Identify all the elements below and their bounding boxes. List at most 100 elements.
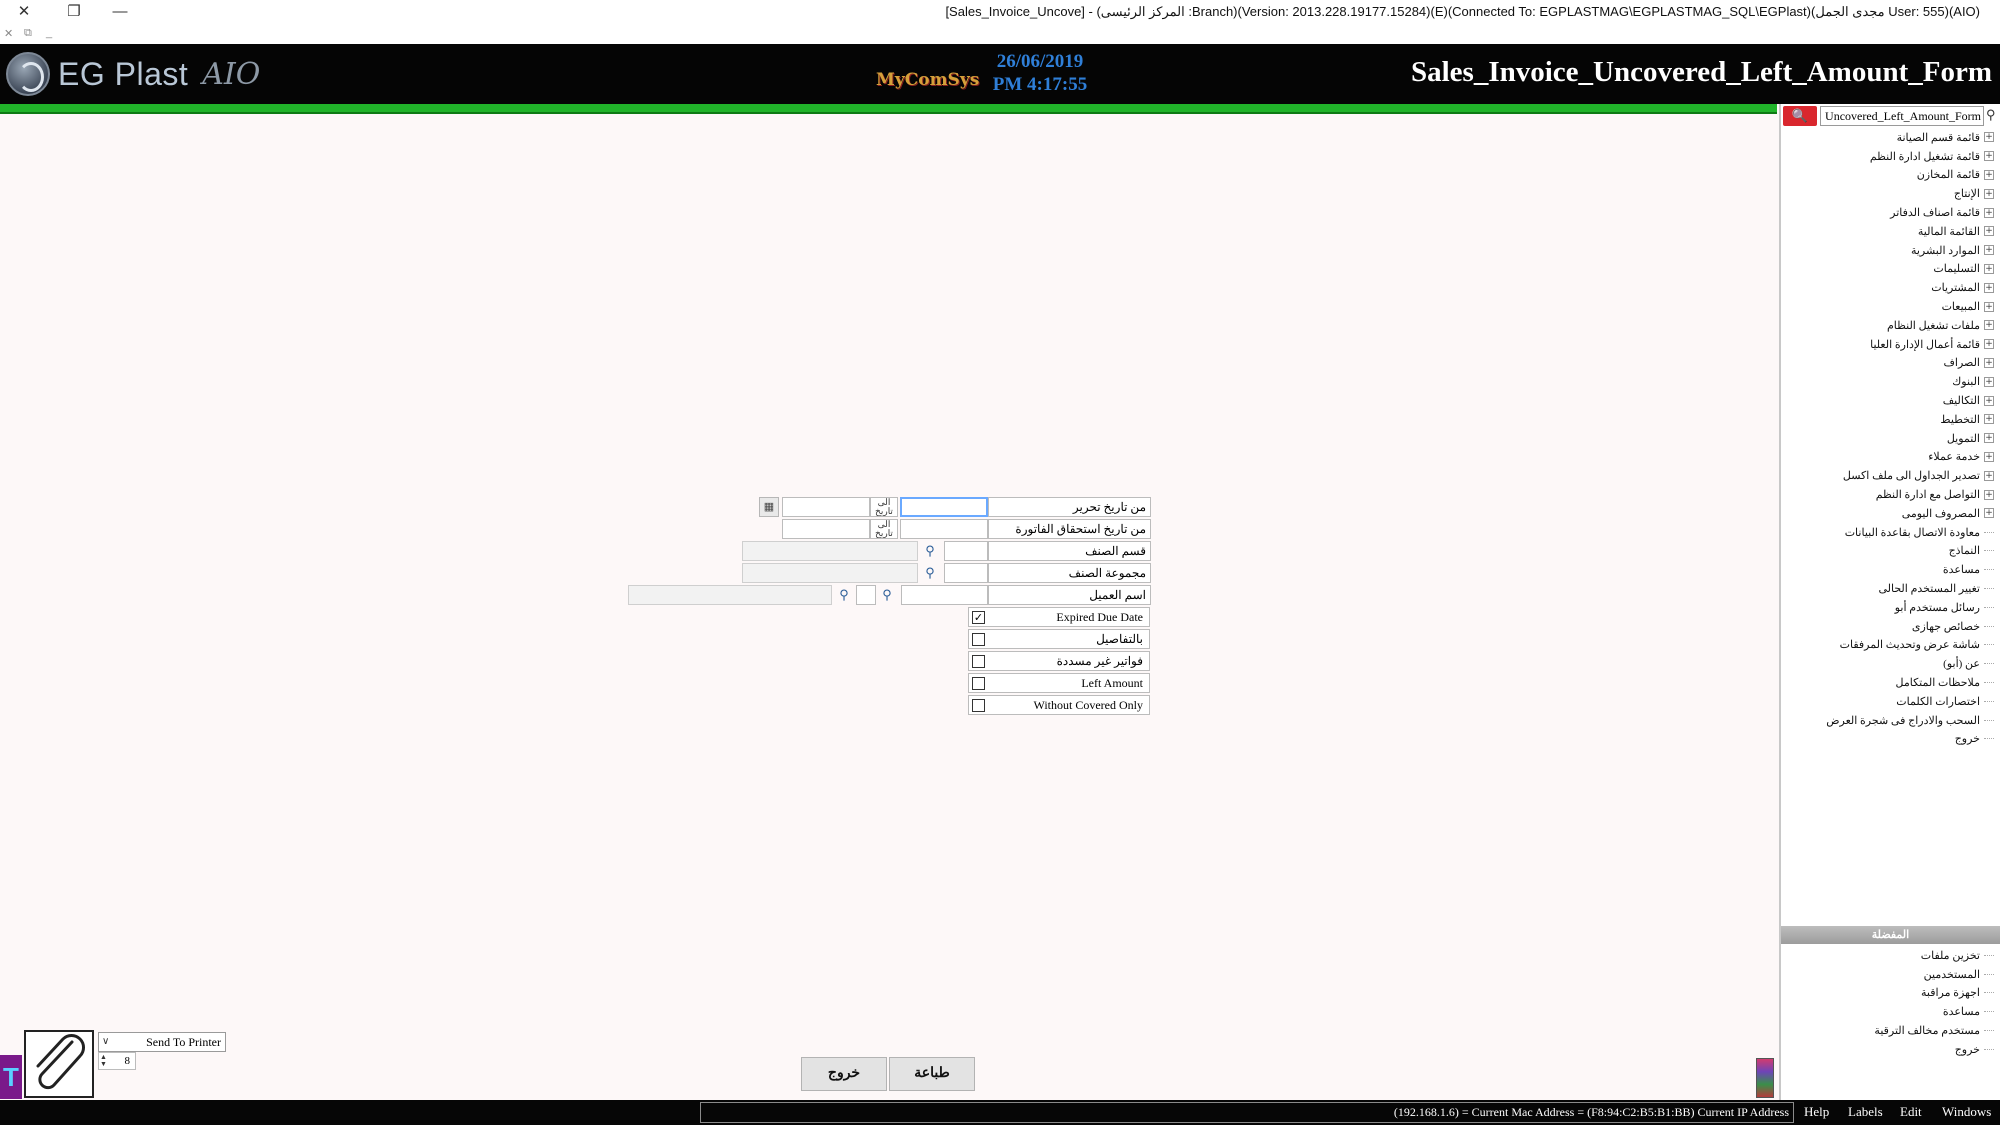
checkbox-details[interactable]: بالتفاصيل [968,629,1150,649]
sidebar-item[interactable]: خصائص جهازى [1784,617,1994,636]
sidebar-item[interactable]: +الموارد البشرية [1784,241,1994,260]
sidebar-item[interactable]: +الصراف [1784,354,1994,373]
menu-search-input[interactable]: Uncovered_Left_Amount_Form [1820,106,1984,126]
favorite-item[interactable]: المستخدمين [1794,965,1994,984]
expand-icon[interactable]: + [1984,376,1994,387]
expand-icon[interactable]: + [1984,320,1994,331]
menu-edit[interactable]: Edit [1900,1104,1922,1119]
expand-icon[interactable]: + [1984,169,1994,180]
item-section-lookup-icon[interactable]: ⚲ [925,543,935,558]
expand-icon[interactable]: + [1984,395,1994,406]
expand-icon[interactable]: + [1984,339,1994,350]
sidebar-item[interactable]: +قائمة أعمال الإدارة العليا [1784,335,1994,354]
sidebar-item[interactable]: +المصروف اليومى [1784,504,1994,523]
expand-icon[interactable]: + [1984,451,1994,462]
menu-help[interactable]: Help [1804,1104,1830,1119]
sidebar-item[interactable]: +الإنتاج [1784,184,1994,203]
menu-windows[interactable]: Windows [1942,1104,1992,1119]
sidebar-item[interactable]: +خدمة عملاء [1784,448,1994,467]
sidebar-item[interactable]: +قائمة اصناف الدفاتر [1784,203,1994,222]
attachment-button[interactable] [24,1030,94,1098]
sidebar-item[interactable]: +البنوك [1784,372,1994,391]
sidebar-item[interactable]: مساعدة [1784,560,1994,579]
checkbox-box[interactable] [972,699,985,712]
sidebar-item[interactable]: +قائمة قسم الصيانة [1784,128,1994,147]
print-target-select[interactable]: ∨ Send To Printer [98,1032,226,1052]
favorite-item[interactable]: مستخدم مخالف الترقية [1794,1021,1994,1040]
expand-icon[interactable]: + [1984,508,1994,519]
sidebar-item[interactable]: +ملفات تشغيل النظام [1784,316,1994,335]
expand-icon[interactable]: + [1984,282,1994,293]
issue-date-from-input[interactable] [900,497,988,517]
menu-labels[interactable]: Labels [1848,1104,1883,1119]
sidebar-item[interactable]: +قائمة تشغيل ادارة النظم [1784,147,1994,166]
checkbox-without-covered-only[interactable]: Without Covered Only [968,695,1150,715]
expand-icon[interactable]: + [1984,301,1994,312]
minimize-icon[interactable]: — [112,3,128,20]
print-button[interactable]: طباعة [889,1057,975,1091]
favorite-item[interactable]: اجهزة مراقبة [1794,984,1994,1003]
restore-icon[interactable]: ❐ [67,3,81,20]
favorite-item[interactable]: خروج [1794,1040,1994,1059]
sidebar-item[interactable]: تغيير المستخدم الحالى [1784,579,1994,598]
copies-stepper[interactable]: ▲▼ 8 [98,1052,136,1070]
sidebar-item[interactable]: رسائل مستخدم أبو [1784,598,1994,617]
sidebar-item[interactable]: +المبيعات [1784,297,1994,316]
item-section-code-input[interactable] [944,541,988,561]
customer-lookup-icon-2[interactable]: ⚲ [839,587,849,602]
magnifier-icon[interactable]: ⚲ [1986,107,1996,122]
sidebar-item[interactable]: +التكاليف [1784,391,1994,410]
checkbox-left-amount[interactable]: Left Amount [968,673,1150,693]
sidebar-item[interactable]: معاودة الاتصال بقاعدة البيانات [1784,523,1994,542]
calendar-icon[interactable]: ▦ [759,497,779,517]
expand-icon[interactable]: + [1984,489,1994,500]
expand-icon[interactable]: + [1984,226,1994,237]
customer-lookup-icon[interactable]: ⚲ [882,587,892,602]
expand-icon[interactable]: + [1984,207,1994,218]
sidebar-item[interactable]: +تصدير الجداول الى ملف اكسل [1784,466,1994,485]
sidebar-item[interactable]: اختصارات الكلمات [1784,692,1994,711]
sidebar-item[interactable]: السحب والادراج فى شجرة العرض [1784,711,1994,730]
expand-icon[interactable]: + [1984,433,1994,444]
checkbox-unpaid-invoices[interactable]: فواتير غير مسددة [968,651,1150,671]
search-button[interactable]: 🔍 [1783,106,1817,126]
checkbox-box[interactable]: ✓ [972,611,985,624]
sidebar-item[interactable]: +التمويل [1784,429,1994,448]
expand-icon[interactable]: + [1984,188,1994,199]
due-date-to-input[interactable] [782,519,870,539]
expand-icon[interactable]: + [1984,132,1994,143]
mdi-minimize-icon[interactable]: _ [46,27,53,39]
sidebar-item[interactable]: +المشتريات [1784,278,1994,297]
checkbox-box[interactable] [972,633,985,646]
sidebar-item[interactable]: +قائمة المخازن [1784,166,1994,185]
favorite-item[interactable]: مساعدة [1794,1002,1994,1021]
expand-icon[interactable]: + [1984,357,1994,368]
sidebar-item[interactable]: +التخطيط [1784,410,1994,429]
checkbox-expired-due-date[interactable]: ✓ Expired Due Date [968,607,1150,627]
sidebar-item[interactable]: شاشة عرض وتحديث المرفقات [1784,636,1994,655]
expand-icon[interactable]: + [1984,263,1994,274]
expand-icon[interactable]: + [1984,470,1994,481]
item-group-lookup-icon[interactable]: ⚲ [925,565,935,580]
checkbox-box[interactable] [972,655,985,668]
close-icon[interactable]: ✕ [17,3,31,20]
checkbox-box[interactable] [972,677,985,690]
customer-code-input[interactable] [901,585,988,605]
sidebar-item[interactable]: +التواصل مع ادارة النظم [1784,485,1994,504]
customer-sub-input[interactable] [856,585,876,605]
favorite-item[interactable]: تخزين ملفات [1794,946,1994,965]
sidebar-item[interactable]: خروج [1784,730,1994,749]
item-group-code-input[interactable] [944,563,988,583]
sidebar-item[interactable]: النماذج [1784,542,1994,561]
expand-icon[interactable]: + [1984,245,1994,256]
exit-button[interactable]: خروج [801,1057,887,1091]
issue-date-to-input[interactable] [782,497,870,517]
mdi-close-icon[interactable]: ✕ [4,28,14,40]
expand-icon[interactable]: + [1984,151,1994,162]
sidebar-item[interactable]: عن (أبو) [1784,654,1994,673]
due-date-from-input[interactable] [900,519,988,539]
expand-icon[interactable]: + [1984,414,1994,425]
mdi-restore-icon[interactable]: ⧉ [24,27,32,39]
sidebar-item[interactable]: ملاحظات المتكامل [1784,673,1994,692]
sidebar-item[interactable]: +التسليمات [1784,260,1994,279]
